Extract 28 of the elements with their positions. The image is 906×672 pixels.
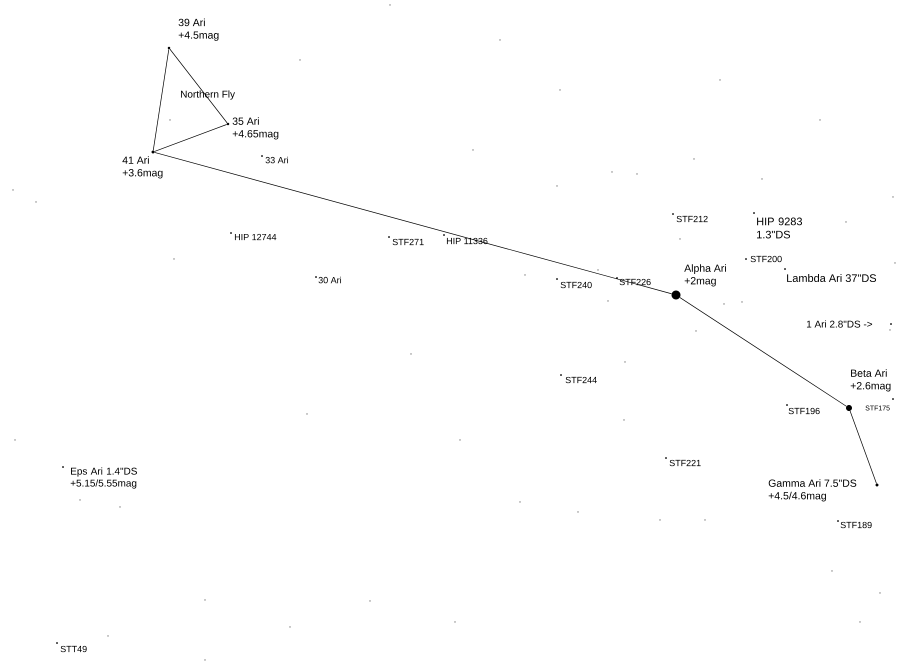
star-label: STF200 xyxy=(745,256,782,262)
star-label: Beta Ari +2.6mag xyxy=(850,369,891,392)
constellation-line xyxy=(170,48,228,124)
star-label: 35 Ari +4.65mag xyxy=(232,117,278,140)
star-label: STF244 xyxy=(560,374,597,384)
star-label: 30 Ari xyxy=(315,276,342,284)
constellation-line xyxy=(154,152,672,294)
star-label: STF212 xyxy=(672,213,708,222)
star-label: STF240 xyxy=(556,278,592,288)
star-label: STF189 xyxy=(837,520,872,528)
constellation-line xyxy=(850,410,877,484)
star-label: 1 Ari 2.8"DS -> xyxy=(806,320,892,328)
constellation-line xyxy=(680,297,847,407)
star-label: 33 Ari xyxy=(261,155,288,164)
star-label: 41 Ari +3.6mag xyxy=(122,156,163,178)
star-label: HIP 9283 1.3"DS xyxy=(753,212,802,238)
constellation-line xyxy=(154,124,227,152)
star-label: Alpha Ari +2mag xyxy=(684,264,726,286)
star-label: STF196 xyxy=(786,404,820,414)
star-label: 39 Ari +4.5mag xyxy=(178,18,219,41)
star-label: Lambda Ari 37"DS xyxy=(784,268,876,282)
star-label: STF221 xyxy=(665,457,701,466)
star-label: Eps Ari 1.4"DS +5.15/5.55mag xyxy=(62,466,137,489)
star-label: Gamma Ari 7.5"DS +4.5/4.6mag xyxy=(768,479,856,502)
star-label: HIP 12744 xyxy=(230,232,276,240)
constellation-line xyxy=(152,49,170,151)
star-label: STF271 xyxy=(388,236,424,246)
star-label: STT49 xyxy=(56,642,87,652)
